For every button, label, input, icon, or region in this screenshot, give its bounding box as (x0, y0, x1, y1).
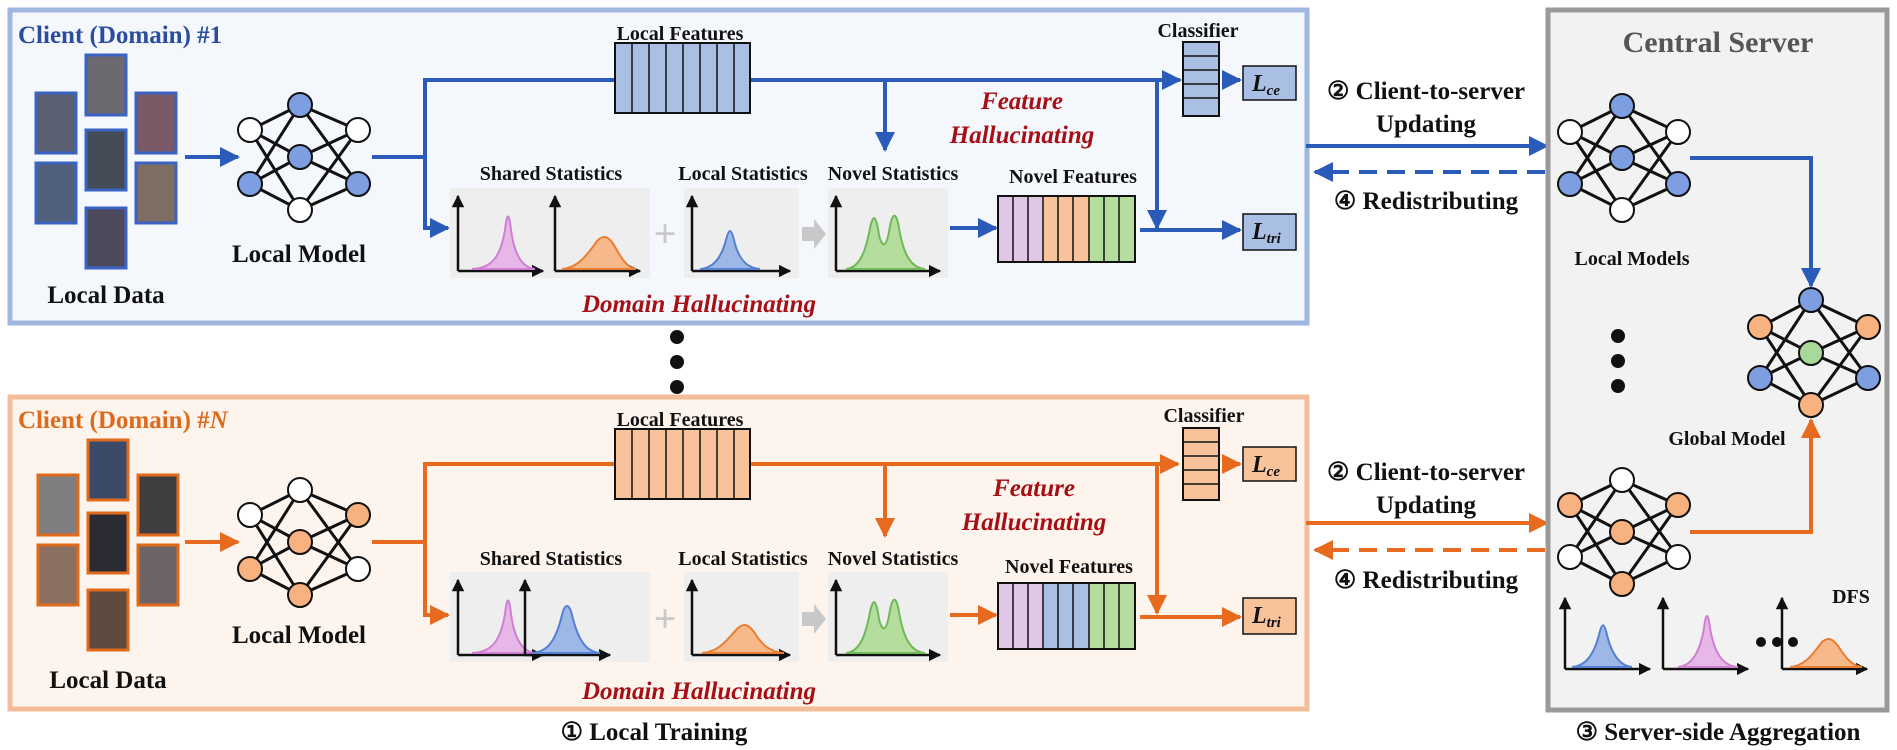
client-n-novel-statistics-label: Novel Statistics (828, 548, 959, 570)
client-1-redistribute-label: ④ Redistributing (1334, 188, 1519, 215)
client-1-local-statistics-plot (684, 188, 799, 278)
step-local-training-label: ① Local Training (561, 719, 748, 746)
client-1-local-model (237, 92, 371, 223)
client-1-plus-icon: + (654, 211, 677, 256)
client-n-local-model (237, 477, 371, 608)
central-server-panel: Central Server Local Models (1545, 7, 1890, 713)
client-1-novel-statistics-plot (828, 188, 948, 278)
svg-text:Ltri: Ltri (1251, 219, 1282, 247)
client-n-title-n: N (209, 407, 229, 434)
client-1-server-links: ② Client-to-server Updating ④ Redistribu… (1306, 78, 1549, 215)
client-n-upload-label-line1: ② Client-to-server (1327, 459, 1525, 486)
server-dfs-distributions (1558, 596, 1869, 676)
client-n-title-prefix: Client (Domain) # (18, 407, 210, 434)
client-n-shared-statistics-label: Shared Statistics (480, 548, 623, 570)
client-n-loss-tri-symbol: L (1251, 603, 1267, 629)
client-1-novel-features (997, 195, 1136, 263)
svg-text:Lce: Lce (1251, 71, 1280, 99)
client-n-classifier (1182, 427, 1220, 501)
client-1-local-features (614, 42, 751, 114)
client-n-local-statistics-label: Local Statistics (678, 548, 808, 570)
server-local-model-orange (1557, 467, 1691, 597)
client-n-local-data-label: Local Data (49, 667, 167, 694)
client-n-local-data-images (36, 438, 180, 652)
client-n-classifier-label: Classifier (1163, 405, 1244, 427)
client-n-local-statistics-plot (684, 572, 799, 662)
client-n-local-model-label: Local Model (232, 622, 366, 649)
client-n-novel-statistics-plot (828, 572, 948, 662)
client-n-shared-statistics-plots (450, 572, 650, 662)
client-1-title: Client (Domain) #1 (18, 22, 222, 49)
client-n-novel-features-label: Novel Features (1005, 556, 1133, 578)
client-n-server-links: ② Client-to-server Updating ④ Redistribu… (1306, 459, 1549, 594)
client-1-local-data-images (34, 53, 178, 270)
client-n-loss-ce-subscript: ce (1267, 464, 1281, 480)
step-aggregation-label: ③ Server-side Aggregation (1576, 719, 1861, 746)
client-1-loss-ce-subscript: ce (1267, 83, 1281, 99)
svg-text:Lce: Lce (1251, 452, 1280, 480)
client-1-loss-tri-symbol: L (1251, 219, 1267, 245)
client-n-loss-tri: Ltri (1242, 597, 1297, 635)
client-1-local-model-label: Local Model (232, 241, 366, 268)
svg-text:Ltri: Ltri (1251, 603, 1282, 631)
client-1-novel-statistics-label: Novel Statistics (828, 163, 959, 185)
client-1-shared-statistics-label: Shared Statistics (480, 163, 623, 185)
client-1-loss-tri: Ltri (1242, 213, 1297, 251)
client-1-upload-label-line2: Updating (1376, 111, 1477, 138)
client-n-upload-label-line2: Updating (1376, 492, 1477, 519)
client-1-classifier-label: Classifier (1157, 20, 1238, 42)
client-n-panel: Client (Domain) #N Local Data (7, 394, 1310, 712)
clients-ellipsis (670, 330, 684, 394)
client-1-panel: Client (Domain) #1 Local Data (7, 7, 1310, 326)
client-n-local-features (614, 428, 751, 500)
server-local-model-blue (1557, 93, 1691, 223)
client-1-local-statistics-label: Local Statistics (678, 163, 808, 185)
client-n-feature-hallucinating-line1: Feature (992, 475, 1075, 502)
client-1-shared-statistics-plots (450, 188, 650, 278)
client-n-loss-ce: Lce (1242, 446, 1297, 482)
server-global-model (1747, 287, 1881, 418)
client-n-title: Client (Domain) #N (18, 407, 229, 434)
client-n-novel-features (997, 582, 1136, 650)
client-1-loss-ce: Lce (1242, 65, 1297, 101)
server-global-model-label: Global Model (1668, 428, 1786, 450)
client-n-loss-ce-symbol: L (1251, 452, 1267, 478)
client-n-local-features-label: Local Features (617, 409, 744, 431)
central-server-title: Central Server (1623, 26, 1814, 59)
client-n-redistribute-label: ④ Redistributing (1334, 567, 1519, 594)
client-n-arrow-right-icon (802, 604, 826, 634)
client-1-loss-ce-symbol: L (1251, 71, 1267, 97)
client-n-domain-hallucinating-label: Domain Hallucinating (581, 678, 816, 705)
client-1-arrow-right-icon (802, 219, 826, 249)
server-ellipsis (1611, 329, 1625, 393)
client-1-local-features-label: Local Features (617, 23, 744, 45)
client-1-loss-tri-subscript: tri (1267, 231, 1282, 247)
client-1-feature-hallucinating-line2: Hallucinating (949, 122, 1094, 149)
server-local-models-label: Local Models (1575, 248, 1690, 270)
client-1-upload-label-line1: ② Client-to-server (1327, 78, 1525, 105)
client-1-novel-features-label: Novel Features (1009, 166, 1137, 188)
client-1-local-data-label: Local Data (47, 282, 165, 309)
client-n-plus-icon: + (654, 596, 677, 641)
client-1-classifier (1182, 41, 1220, 117)
server-dfs-label: DFS (1832, 586, 1870, 608)
client-n-loss-tri-subscript: tri (1267, 615, 1282, 631)
client-n-feature-hallucinating-line2: Hallucinating (961, 509, 1106, 536)
client-1-domain-hallucinating-label: Domain Hallucinating (581, 291, 816, 318)
client-1-feature-hallucinating-line1: Feature (980, 88, 1063, 115)
